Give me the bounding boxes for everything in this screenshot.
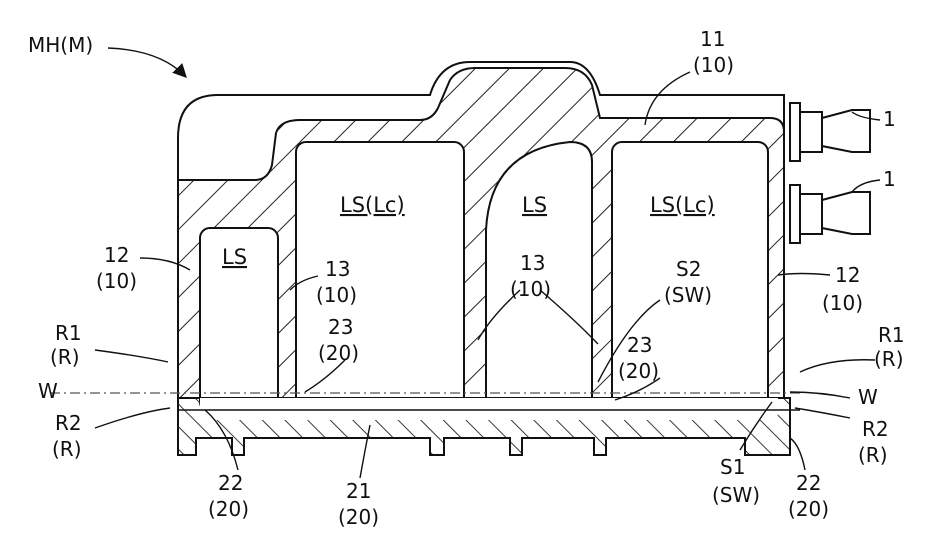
label-13-left: 13 — [325, 257, 350, 281]
leader-mh — [108, 48, 185, 76]
label-22-left: 22 — [218, 471, 243, 495]
room-left-large — [296, 142, 464, 408]
label-r2-right-sub: (R) — [858, 443, 888, 467]
label-23-left-sub: (20) — [318, 341, 359, 365]
base-floor-cavity — [200, 398, 778, 420]
label-11-sub: (10) — [693, 53, 734, 77]
label-11: 11 — [700, 27, 725, 51]
leader-1-bottom — [852, 180, 880, 192]
label-23-right: 23 — [627, 333, 652, 357]
label-13-mid: 13 — [520, 251, 545, 275]
room-label-middle: LS — [522, 193, 547, 217]
label-s2: S2 — [676, 257, 701, 281]
label-22-right: 22 — [796, 471, 821, 495]
label-w-right: W — [858, 385, 878, 409]
room-label-left-small: LS — [222, 245, 247, 269]
label-r1-right: R1 — [878, 323, 905, 347]
housing-label: MH(M) — [28, 33, 93, 57]
upper-housing — [178, 62, 784, 412]
label-r1-left: R1 — [55, 321, 82, 345]
label-22-left-sub: (20) — [208, 497, 249, 521]
label-1-bottom: 1 — [883, 167, 896, 191]
label-13-mid-sub: (10) — [510, 277, 551, 301]
label-r2-left-sub: (R) — [52, 437, 82, 461]
label-12-right: 12 — [835, 263, 860, 287]
label-1-top: 1 — [883, 107, 896, 131]
leader-12-right — [778, 274, 830, 276]
label-21-sub: (20) — [338, 505, 379, 529]
label-w-left: W — [38, 379, 58, 403]
label-23-right-sub: (20) — [618, 359, 659, 383]
label-r2-left: R2 — [55, 411, 82, 435]
label-r1-right-sub: (R) — [874, 347, 904, 371]
leader-r1-left — [95, 350, 168, 362]
leader-r2-right — [795, 408, 850, 418]
label-r2-right: R2 — [862, 417, 889, 441]
label-s1-sub: (SW) — [712, 483, 760, 507]
leader-r1-right — [800, 360, 875, 372]
label-12-left-sub: (10) — [96, 269, 137, 293]
label-r1-left-sub: (R) — [50, 345, 80, 369]
leader-22-right — [790, 438, 805, 470]
label-12-left: 12 — [104, 243, 129, 267]
lower-base — [50, 393, 800, 455]
label-12-right-sub: (10) — [822, 291, 863, 315]
label-13-left-sub: (10) — [316, 283, 357, 307]
label-21: 21 — [346, 479, 371, 503]
label-22-right-sub: (20) — [788, 497, 829, 521]
label-23-left: 23 — [328, 315, 353, 339]
label-s1: S1 — [720, 455, 745, 479]
room-label-right-large: LS(Lc) — [650, 193, 715, 217]
room-middle — [486, 142, 592, 408]
leader-r2-left — [95, 408, 170, 428]
room-label-left-large: LS(Lc) — [340, 193, 405, 217]
label-s2-sub: (SW) — [664, 283, 712, 307]
connector-bottom — [790, 185, 870, 243]
connector-top — [790, 103, 870, 161]
